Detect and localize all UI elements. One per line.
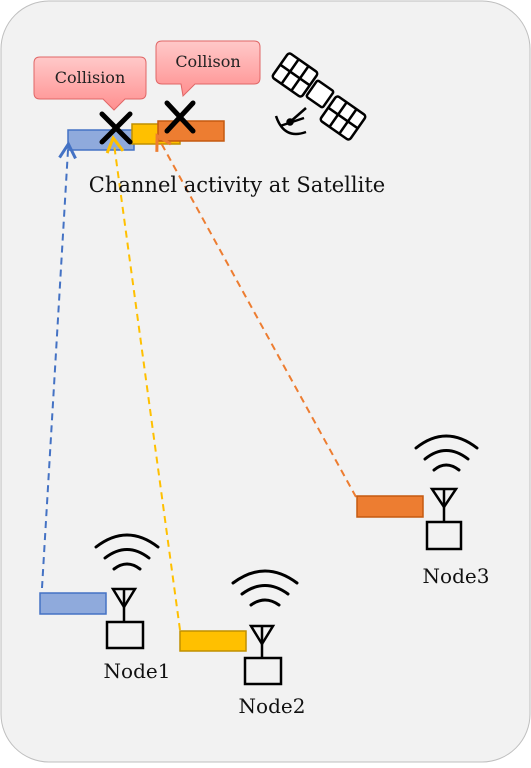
antenna-icon (243, 624, 283, 686)
wifi-signal-icon (231, 569, 299, 607)
callout-label: Collison (175, 52, 240, 71)
node3: Node3 (356, 434, 490, 588)
uplink-node1 (41, 140, 77, 589)
wifi-signal-icon (94, 533, 160, 571)
callout-collision-right: Collison (155, 40, 261, 98)
node3-label: Node3 (423, 564, 490, 588)
node1: Node1 (39, 533, 171, 683)
antenna-icon (105, 587, 145, 650)
antenna-icon (425, 487, 463, 551)
node2: Node2 (179, 569, 306, 718)
callout-label: Collision (55, 68, 126, 87)
cross-mark-icon (164, 100, 196, 134)
wifi-signal-icon (414, 434, 479, 472)
node3-packet (356, 495, 424, 518)
uplink-node2 (105, 135, 181, 631)
callout-collision-left: Collision (33, 56, 147, 111)
node1-label: Node1 (104, 659, 171, 683)
satellite-icon (271, 52, 367, 141)
node2-label: Node2 (239, 694, 306, 718)
cross-mark-icon (99, 111, 133, 145)
satellite-caption: Channel activity at Satellite (89, 173, 385, 197)
uplink-node3 (155, 133, 357, 498)
node2-packet (179, 630, 247, 652)
node1-packet (39, 592, 107, 615)
